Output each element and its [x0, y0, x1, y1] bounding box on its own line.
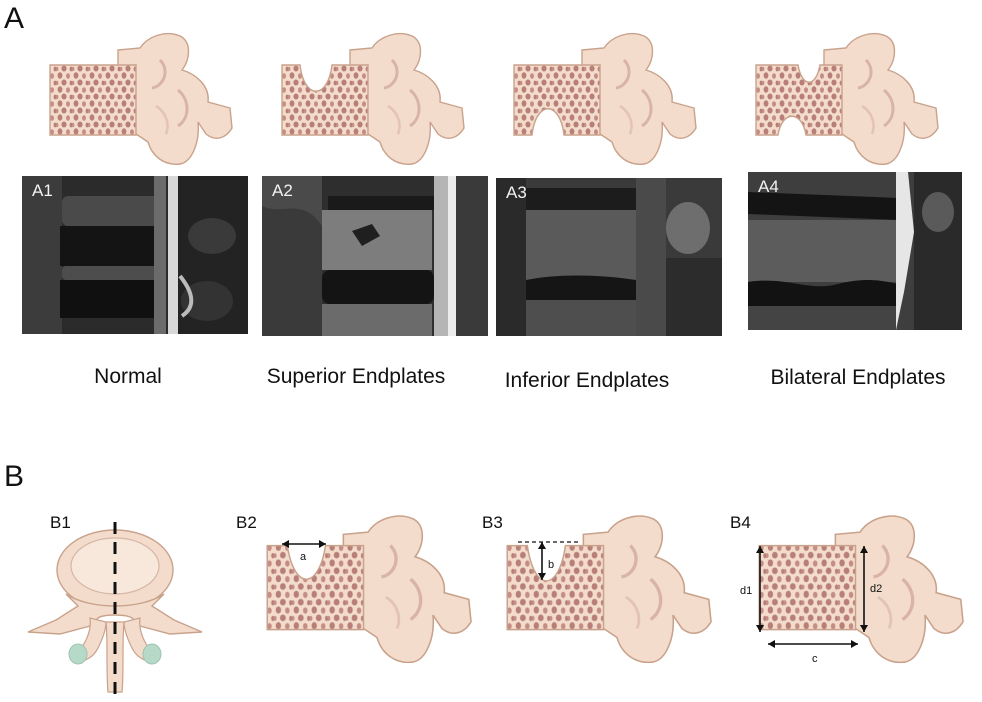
vertebra-measure-depth-b: b	[488, 512, 718, 662]
axial-vertebra-diagram	[20, 522, 210, 702]
caption-inferior-endplates: Inferior Endplates	[472, 369, 702, 393]
measure-d1-label: d1	[740, 585, 752, 597]
panel-b-letter: B	[4, 462, 24, 492]
caption-superior-endplates: Superior Endplates	[236, 365, 476, 389]
mri-tag-a4: A4	[758, 178, 779, 195]
vertebra-diagram-inferior-defect	[504, 30, 704, 165]
panel-a-letter: A	[4, 4, 24, 34]
mri-tag-a3: A3	[506, 184, 527, 201]
vertebra-measure-width-a: a	[248, 512, 478, 662]
measure-c-label: c	[812, 653, 818, 665]
mri-image-a4: A4	[748, 172, 962, 330]
vertebra-diagram-normal	[40, 30, 240, 165]
caption-bilateral-endplates: Bilateral Endplates	[738, 366, 978, 390]
measure-a-label: a	[300, 551, 307, 563]
vertebra-diagram-bilateral-defect	[746, 30, 946, 165]
mri-tag-a1: A1	[32, 182, 53, 199]
measure-b-label: b	[548, 559, 554, 571]
mri-image-a2: A2	[262, 176, 488, 336]
measure-d2-label: d2	[870, 583, 882, 595]
vertebra-measure-height-width: d1 d2 c	[740, 512, 982, 682]
mri-tag-a2: A2	[272, 182, 293, 199]
mri-image-a1: A1	[22, 176, 248, 334]
caption-normal: Normal	[48, 365, 208, 389]
mri-image-a3: A3	[496, 178, 722, 336]
vertebra-diagram-superior-defect	[272, 30, 472, 165]
